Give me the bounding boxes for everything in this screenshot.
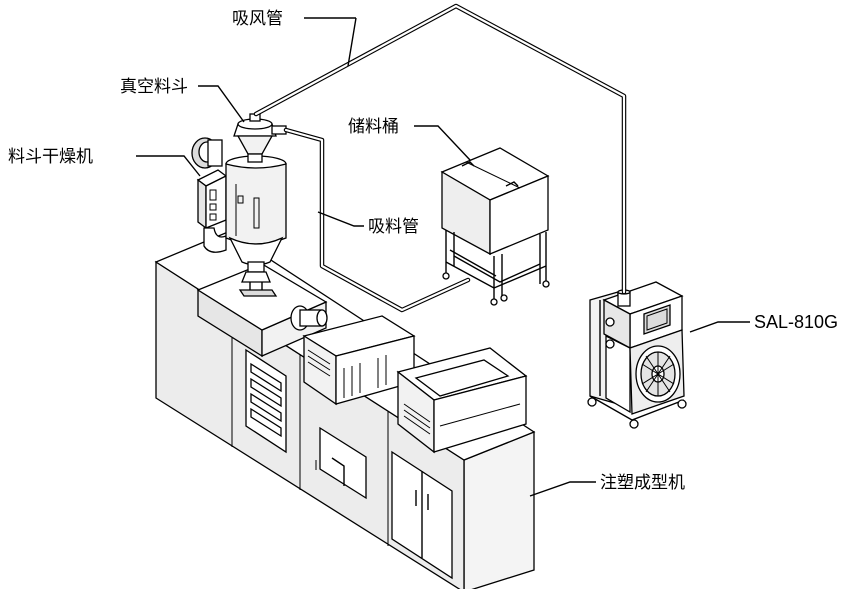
material-pipe: [283, 127, 471, 313]
loader-fan: [635, 345, 681, 403]
label-vacuum-hopper: 真空料斗: [120, 77, 188, 97]
storage-bin: [440, 147, 550, 306]
label-storage-bin: 储料桶: [348, 117, 399, 137]
leader-lines: [136, 17, 750, 497]
louvre-vents: [245, 348, 287, 454]
control-cabinet: [396, 347, 528, 454]
suction-pipe: [253, 3, 627, 295]
dryer-control-box: [196, 169, 228, 230]
hopper-dryer: [191, 137, 287, 297]
machine-cabinet-doors: [391, 450, 453, 580]
label-loader-model: SAL-810G: [754, 312, 838, 332]
label-injection-machine: 注塑成型机: [600, 473, 685, 493]
vacuum-hopper: [233, 113, 287, 163]
label-material-pipe: 吸料管: [368, 217, 419, 237]
label-hopper-dryer: 料斗干燥机: [8, 147, 93, 167]
label-suction-pipe: 吸风管: [232, 9, 283, 29]
injection-molding-machine: [154, 231, 536, 589]
clamping-unit: [302, 315, 416, 406]
sal-810g-loader: [587, 281, 687, 429]
pressure-gauge: [191, 137, 223, 169]
dryer-heater-pipe: [203, 227, 227, 253]
injection-barrel: [290, 305, 328, 331]
machine-small-door: [315, 426, 367, 500]
